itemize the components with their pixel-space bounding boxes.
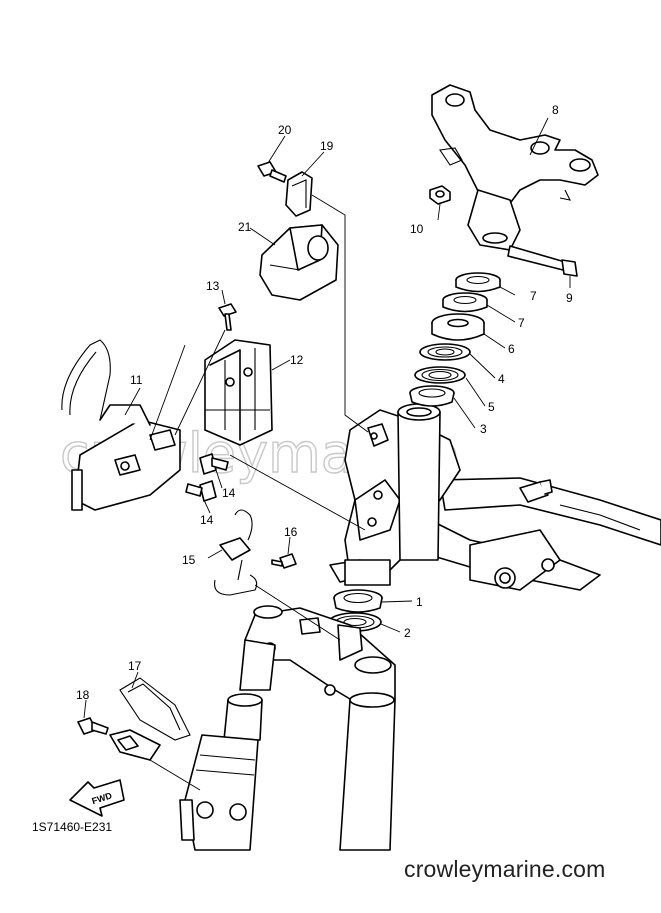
cover-21	[259, 224, 339, 301]
front-fork-right	[339, 692, 396, 851]
handlebar-holder	[431, 84, 599, 251]
callout-9: 9	[566, 291, 573, 305]
callout-19: 19	[320, 139, 334, 153]
callout-5: 5	[488, 400, 495, 414]
callout-12: 12	[290, 353, 304, 367]
callout-8: 8	[552, 103, 559, 117]
bearing-4	[419, 343, 471, 361]
callout-16: 16	[284, 525, 298, 539]
hose-clamp-17	[109, 677, 191, 761]
callout-10: 10	[410, 222, 424, 236]
cable-guide-15	[214, 509, 258, 596]
race-1	[333, 589, 383, 613]
callout-7b: 7	[518, 316, 525, 330]
callout-1: 1	[416, 595, 423, 609]
screw-16	[271, 553, 297, 569]
callout-6: 6	[508, 342, 515, 356]
leader-lines	[83, 117, 571, 791]
callout-20: 20	[278, 123, 292, 137]
ring-nut-7b	[442, 292, 488, 313]
pinch-bolt	[507, 245, 578, 277]
holder-19	[285, 171, 313, 217]
callout-17: 17	[128, 659, 142, 673]
drawing-code: 1S71460-E231	[32, 820, 113, 834]
bolt-20	[257, 161, 287, 183]
frame	[329, 403, 661, 591]
fwd-arrow-icon: FWD	[69, 779, 125, 817]
under-bracket	[244, 605, 396, 706]
bolt-14a	[199, 453, 229, 475]
headlight-bracket-11	[61, 339, 181, 511]
bolt-13	[218, 303, 237, 331]
bolt-18	[77, 717, 109, 735]
ring-nut-7a	[455, 272, 501, 293]
bracket-12	[204, 339, 273, 446]
callout-4: 4	[498, 372, 505, 386]
rubber-washer-6	[431, 313, 485, 341]
site-footer: crowleymarine.com	[404, 856, 606, 882]
callout-13: 13	[206, 279, 220, 293]
nut	[429, 185, 451, 205]
callout-21: 21	[238, 220, 252, 234]
front-fork-left	[179, 639, 276, 851]
callout-14b: 14	[200, 513, 214, 527]
bolt-14b	[185, 480, 217, 502]
callout-11: 11	[130, 373, 143, 387]
callout-15: 15	[182, 553, 196, 567]
callout-7a: 7	[530, 289, 537, 303]
callouts: 1 2 3 4 5 6 7 7 8 9 10 11 12 13 14 14 15…	[76, 103, 573, 702]
callout-2: 2	[404, 626, 411, 640]
bearing-5	[414, 366, 466, 384]
callout-14a: 14	[222, 486, 236, 500]
callout-18: 18	[76, 688, 90, 702]
race-3	[409, 385, 455, 407]
callout-3: 3	[480, 422, 487, 436]
